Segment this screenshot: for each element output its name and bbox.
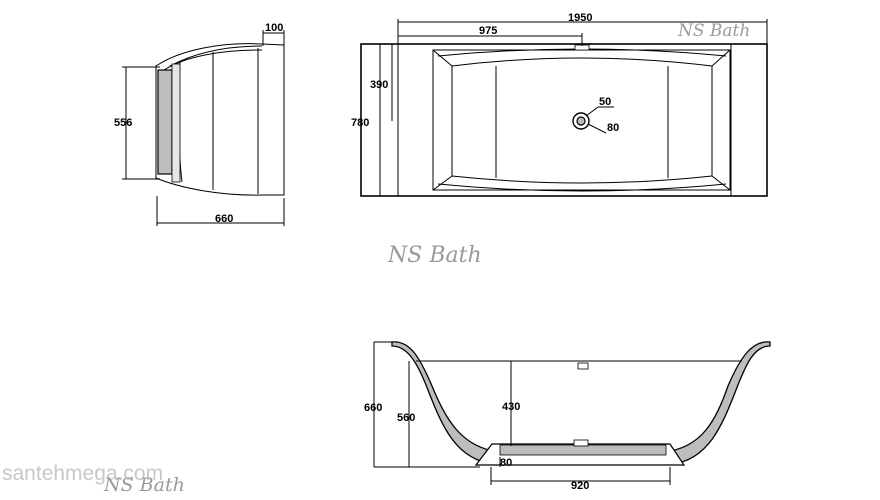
brand-logo: NS Bath bbox=[387, 243, 482, 268]
top-view-outline bbox=[360, 43, 768, 197]
top-view-corner-1 bbox=[432, 49, 453, 67]
front-height-label: 660 bbox=[364, 402, 382, 414]
side-view-inner-wall bbox=[171, 63, 181, 183]
side-view: 556 660 100 bbox=[114, 22, 285, 226]
drain-outer-label: 80 bbox=[607, 122, 619, 134]
front-view-floor bbox=[499, 444, 667, 456]
front-view-shell bbox=[391, 341, 771, 465]
side-view-rim-inner bbox=[163, 49, 263, 71]
front-base-height-label: 80 bbox=[500, 457, 512, 469]
top-view-rim-bottom bbox=[437, 183, 727, 192]
top-half-label: 975 bbox=[479, 25, 497, 37]
bottom-brand: NS Bath bbox=[103, 474, 185, 496]
front-view: 660 560 430 80 920 bbox=[364, 341, 771, 492]
front-view-overflow bbox=[577, 362, 589, 370]
drain-leader-80 bbox=[587, 123, 607, 134]
top-drain-offset-label: 390 bbox=[370, 79, 388, 91]
front-base-width-label: 920 bbox=[571, 480, 589, 492]
site-watermark: santehmega.com bbox=[2, 462, 163, 485]
front-view-drain bbox=[573, 439, 589, 447]
front-depth-label: 430 bbox=[502, 401, 520, 413]
top-view-corner-2 bbox=[711, 49, 731, 67]
top-view: 50 80 1950 975 390 780 NS Bath bbox=[351, 12, 768, 197]
top-view-brand: NS Bath bbox=[677, 21, 750, 41]
drain-leader-50 bbox=[585, 106, 599, 117]
side-view-overflow-panel bbox=[157, 69, 173, 175]
side-height-label: 556 bbox=[114, 117, 132, 129]
side-width-label: 660 bbox=[215, 213, 233, 225]
side-view-outline bbox=[155, 43, 285, 196]
top-view-corner-3 bbox=[432, 175, 453, 191]
drain-diameter-label: 50 bbox=[599, 96, 611, 108]
top-view-corner-4 bbox=[711, 175, 731, 191]
side-top-label: 100 bbox=[265, 22, 283, 34]
top-width-label: 780 bbox=[351, 117, 369, 129]
top-length-label: 1950 bbox=[568, 12, 592, 24]
side-view-rim-top bbox=[169, 45, 263, 67]
front-inner-height-label: 560 bbox=[397, 412, 415, 424]
top-view-drain-inner bbox=[576, 116, 586, 126]
